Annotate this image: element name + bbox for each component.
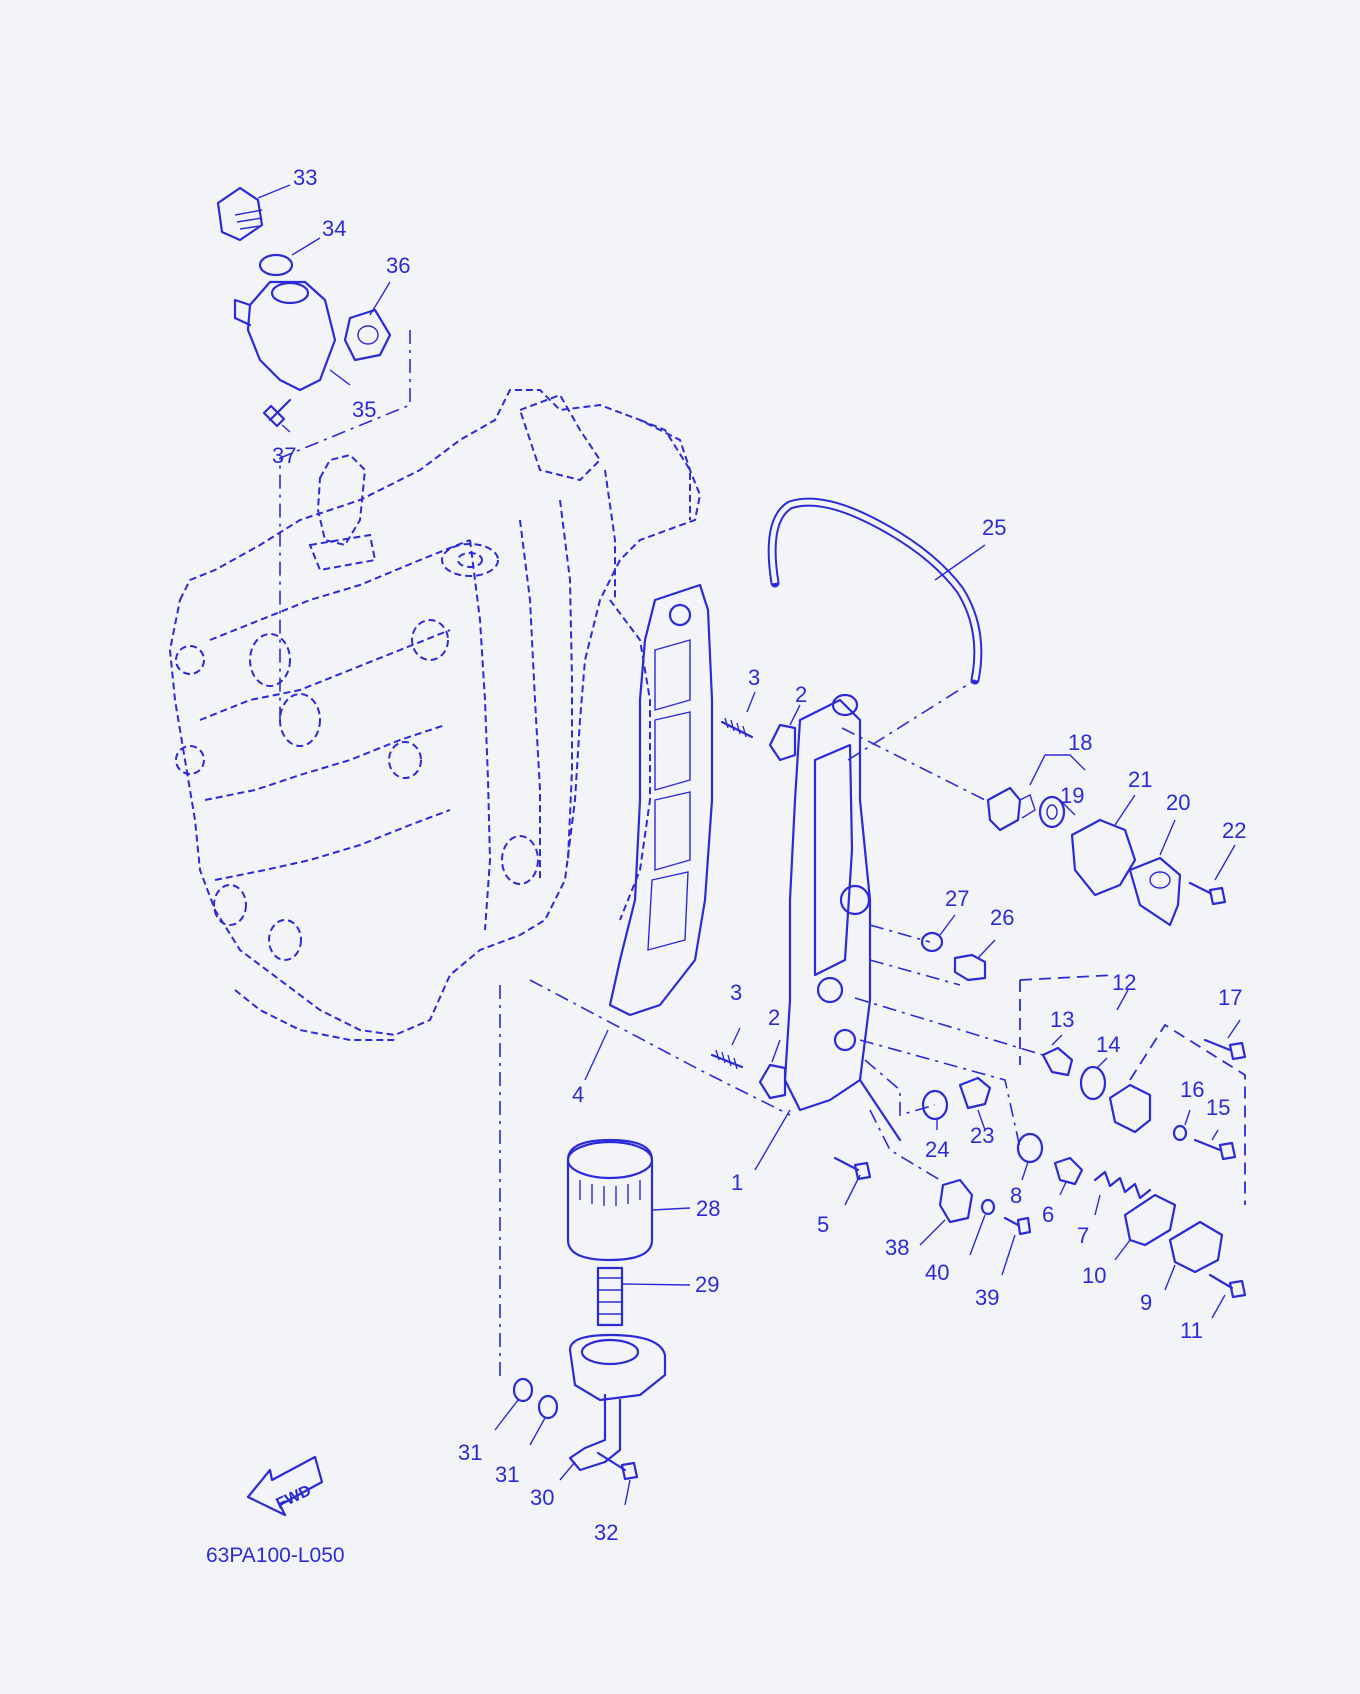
callout-17: 17 (1218, 985, 1242, 1010)
callout-19: 19 (1060, 783, 1084, 808)
callout-35: 35 (352, 397, 376, 422)
exhaust-cover (783, 693, 902, 1142)
callout-40: 40 (925, 1260, 949, 1285)
callout-20: 20 (1166, 790, 1190, 815)
callout-15: 15 (1206, 1095, 1230, 1120)
exhaust-gasket (608, 583, 714, 1017)
callout-2-upper: 2 (795, 682, 807, 707)
callout-4: 4 (572, 1082, 584, 1107)
callout-27: 27 (945, 886, 969, 911)
callout-23: 23 (970, 1123, 994, 1148)
callout-7: 7 (1077, 1223, 1089, 1248)
callout-14: 14 (1096, 1032, 1120, 1057)
callout-10: 10 (1082, 1263, 1106, 1288)
callout-22: 22 (1222, 818, 1246, 843)
callout-8: 8 (1010, 1183, 1022, 1208)
callout-29: 29 (695, 1272, 719, 1297)
callout-39: 39 (975, 1285, 999, 1310)
oil-filter-assembly (512, 1138, 667, 1481)
callout-24: 24 (925, 1137, 949, 1162)
fasteners (710, 717, 1247, 1299)
callout-5: 5 (817, 1212, 829, 1237)
callout-26: 26 (990, 905, 1014, 930)
callout-38: 38 (885, 1235, 909, 1260)
reference-lines (279, 330, 1246, 1382)
callout-2-lower: 2 (768, 1005, 780, 1030)
callout-9: 9 (1140, 1290, 1152, 1315)
callout-21: 21 (1128, 767, 1152, 792)
callout-13: 13 (1050, 1007, 1074, 1032)
callout-leaders (257, 184, 1241, 1506)
callout-37: 37 (272, 443, 296, 468)
callout-31-right: 31 (495, 1462, 519, 1487)
callout-1: 1 (731, 1170, 743, 1195)
callout-32: 32 (594, 1520, 618, 1545)
callout-6: 6 (1042, 1202, 1054, 1227)
callout-3-lower: 3 (730, 980, 742, 1005)
callout-33: 33 (293, 165, 317, 190)
diagram-code: 63PA100-L050 (206, 1544, 345, 1567)
callout-16: 16 (1180, 1077, 1204, 1102)
callout-labels: 33 34 36 35 37 25 3 2 18 19 21 20 22 27 … (272, 165, 1246, 1545)
thermostat-housing-assembly (216, 186, 392, 428)
callout-31-left: 31 (458, 1440, 482, 1465)
callout-36: 36 (386, 253, 410, 278)
callout-30: 30 (530, 1485, 554, 1510)
callout-34: 34 (322, 216, 346, 241)
callout-3-upper: 3 (748, 665, 760, 690)
callout-12: 12 (1112, 970, 1136, 995)
callout-18: 18 (1068, 730, 1092, 755)
callout-25: 25 (982, 515, 1006, 540)
callout-11: 11 (1180, 1318, 1203, 1343)
callout-28: 28 (696, 1196, 720, 1221)
